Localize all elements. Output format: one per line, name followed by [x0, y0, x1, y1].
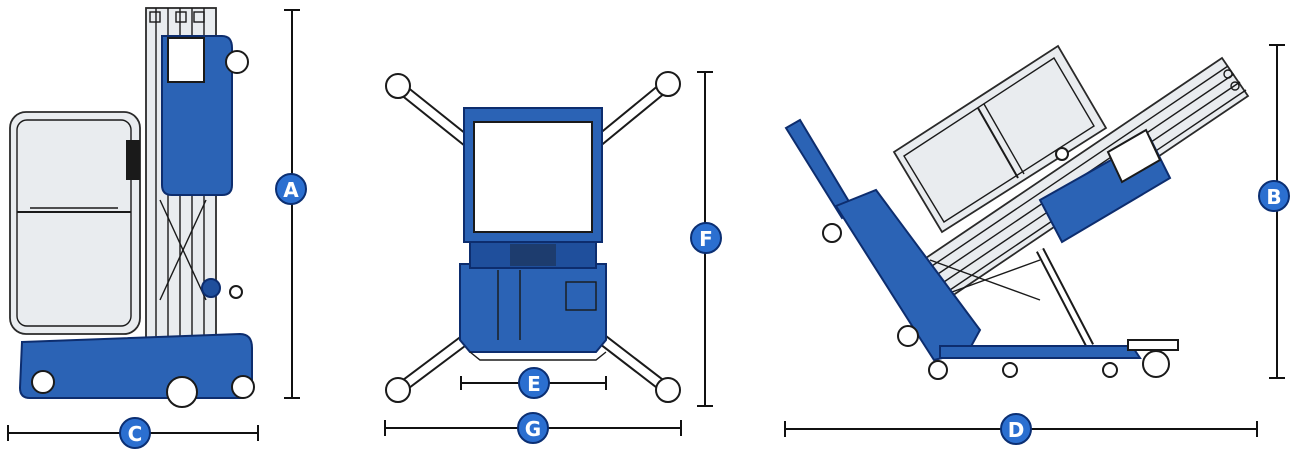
- side-view: A C: [7, 7, 307, 449]
- dimension-label-f: F: [690, 222, 722, 254]
- dolly-base: [939, 345, 1142, 359]
- svg-text:F: F: [699, 227, 713, 251]
- svg-text:D: D: [1008, 418, 1025, 442]
- stowed-view: B D: [784, 44, 1290, 445]
- front-view: F E G: [384, 71, 722, 444]
- rear-wheel: [31, 370, 55, 394]
- base: [18, 332, 253, 399]
- svg-text:B: B: [1266, 185, 1281, 209]
- svg-text:E: E: [527, 372, 541, 396]
- dimension-label-c: C: [119, 417, 151, 449]
- front-base: [459, 263, 607, 353]
- svg-text:G: G: [525, 417, 541, 441]
- tilted-platform: [892, 44, 1108, 234]
- dimension-label-d: D: [1000, 413, 1032, 445]
- svg-text:A: A: [283, 178, 299, 202]
- dimension-label-b: B: [1258, 180, 1290, 212]
- dimension-label-e: E: [518, 367, 550, 399]
- tilted-control-box: [1038, 128, 1172, 244]
- drive-wheel: [166, 376, 198, 408]
- svg-text:C: C: [128, 422, 143, 446]
- front-wheel: [231, 375, 255, 399]
- platform-guard-rail: [9, 111, 141, 335]
- dimension-label-a: A: [275, 173, 307, 205]
- dimension-label-g: G: [517, 412, 549, 444]
